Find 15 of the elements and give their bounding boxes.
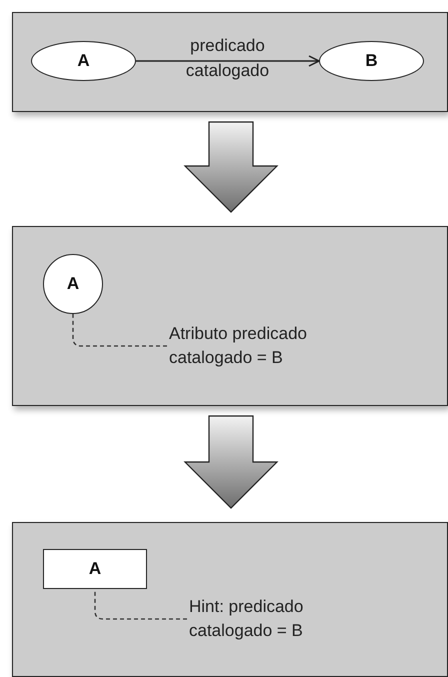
panel-background (12, 226, 448, 406)
leader-line (94, 589, 187, 620)
ellipse-node: B (319, 41, 424, 81)
rect-node: A (43, 549, 147, 589)
circle-node: A (43, 254, 103, 314)
leader-line (72, 314, 167, 347)
annotation-text: Atributo predicado catalogado = B (169, 322, 369, 370)
block-arrow (184, 415, 278, 509)
arrow (136, 55, 320, 67)
edge-label: predicado catalogado (184, 35, 270, 82)
annotation-text: Hint: predicado catalogado = B (189, 595, 389, 643)
panel-background (12, 12, 448, 112)
panel-background (12, 522, 448, 677)
block-arrow (184, 121, 278, 213)
ellipse-node: A (31, 41, 136, 81)
